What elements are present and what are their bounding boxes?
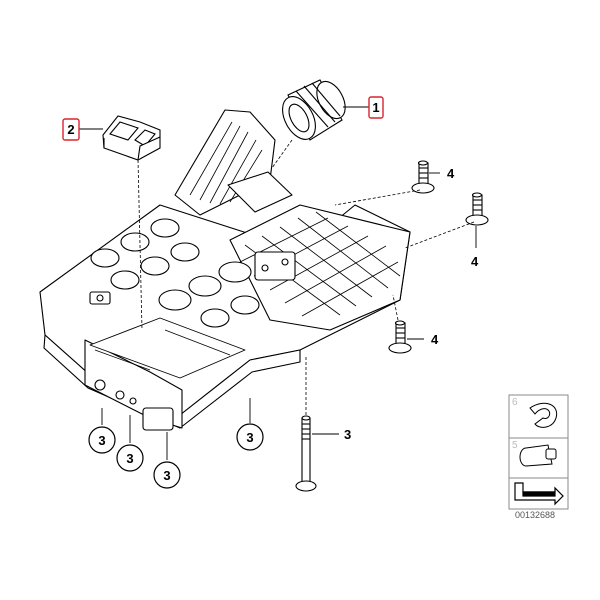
clip-icon — [529, 402, 558, 428]
callout-4-lower[interactable]: 4 — [431, 332, 439, 347]
svg-text:3: 3 — [246, 430, 253, 445]
bolt-4-top — [411, 160, 435, 194]
callout-3-b[interactable]: 3 — [116, 444, 144, 472]
diagram-id: 00132688 — [515, 510, 555, 520]
svg-text:4: 4 — [431, 332, 439, 347]
assembly-lines — [137, 139, 475, 415]
callout-4-top[interactable]: 4 — [447, 166, 455, 181]
leader-lines — [79, 106, 477, 460]
legend-panel-arrow — [508, 477, 569, 510]
part-1-sleeve-illustration — [282, 79, 346, 141]
part-2-bracket-illustration — [102, 115, 161, 161]
bolt-4-lower — [388, 320, 412, 354]
svg-text:6: 6 — [512, 397, 518, 408]
bolt-4-right — [465, 192, 489, 226]
callout-3-d[interactable]: 3 — [236, 423, 264, 451]
svg-text:2: 2 — [67, 122, 74, 137]
svg-text:5: 5 — [512, 440, 518, 451]
callout-3-c[interactable]: 3 — [153, 461, 181, 489]
legend-panel-6: 6 — [508, 394, 569, 439]
svg-text:1: 1 — [372, 100, 379, 115]
svg-text:3: 3 — [98, 433, 105, 448]
callout-2[interactable]: 2 — [62, 118, 80, 141]
svg-text:3: 3 — [126, 451, 133, 466]
callout-4-right[interactable]: 4 — [471, 254, 479, 269]
legend-panel-5: 5 — [508, 437, 569, 479]
valve-body-illustration — [39, 109, 411, 431]
long-bolt-3 — [295, 415, 317, 492]
svg-text:3: 3 — [344, 427, 351, 442]
svg-text:4: 4 — [471, 254, 479, 269]
callout-3-a[interactable]: 3 — [88, 426, 116, 454]
svg-text:4: 4 — [447, 166, 455, 181]
svg-text:3: 3 — [163, 468, 170, 483]
callout-3-long-bolt[interactable]: 3 — [344, 427, 351, 442]
sensor-icon — [519, 444, 557, 467]
callout-1[interactable]: 1 — [368, 96, 384, 119]
arrow-icon — [514, 482, 564, 506]
